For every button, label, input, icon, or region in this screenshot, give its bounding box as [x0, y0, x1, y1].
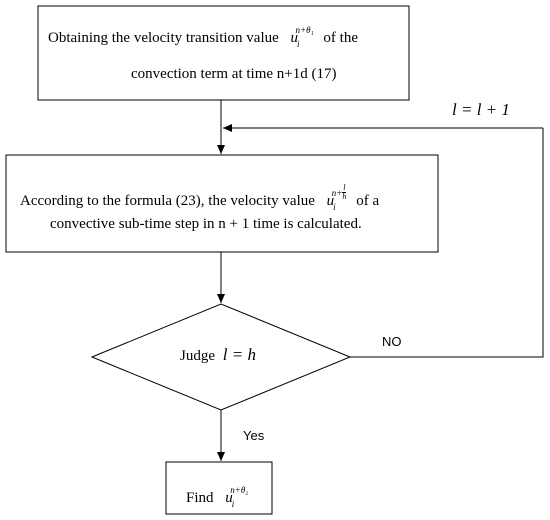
math-fraction-numerator: l [342, 183, 347, 193]
yes-branch-label: Yes [243, 428, 265, 443]
box1-text-line2: convection term at time n+1d (17) [131, 66, 337, 82]
step-box-transition-value [37, 5, 410, 101]
step-box-substep-velocity [5, 154, 439, 253]
loop-increment-label: l = l + 1 [452, 100, 510, 119]
math-u-theta2: ui n+θ₂ [225, 485, 248, 509]
math-subscript-i: i [231, 499, 235, 509]
decision-label: Judge [180, 348, 215, 364]
math-u: u [290, 30, 299, 46]
box2-text-suffix: of a [356, 193, 380, 209]
math-fraction-denominator: h [342, 192, 347, 201]
final-box-text: Find ui n+θ₂ [186, 485, 248, 509]
math-subscript-i: i [333, 202, 336, 212]
math-u-theta1: ui n+θ₁ [290, 25, 314, 49]
math-u: u [225, 490, 233, 506]
math-superscript-prefix: n+ [331, 188, 343, 198]
final-label: Find [186, 490, 214, 506]
box2-text-line2: convective sub-time step in n + 1 time i… [50, 216, 362, 232]
box2-text-line1: According to the formula (23), the veloc… [20, 184, 380, 213]
box1-text-suffix: of the [323, 30, 358, 46]
final-box [165, 461, 273, 515]
box1-text-line1: Obtaining the velocity transition value … [48, 25, 358, 49]
decision-text: Judge l = h [180, 345, 256, 365]
math-superscript-theta2: n+θ₂ [230, 485, 249, 495]
loop-back-line [350, 128, 544, 358]
math-subscript-i: i [297, 39, 300, 49]
box2-text-prefix: According to the formula (23), the veloc… [20, 193, 315, 209]
no-branch-label: NO [382, 334, 402, 349]
math-superscript-theta1: n+θ₁ [295, 25, 314, 35]
box1-text-prefix: Obtaining the velocity transition value [48, 30, 279, 46]
decision-condition: l = h [222, 345, 256, 364]
math-u: u [326, 193, 335, 209]
